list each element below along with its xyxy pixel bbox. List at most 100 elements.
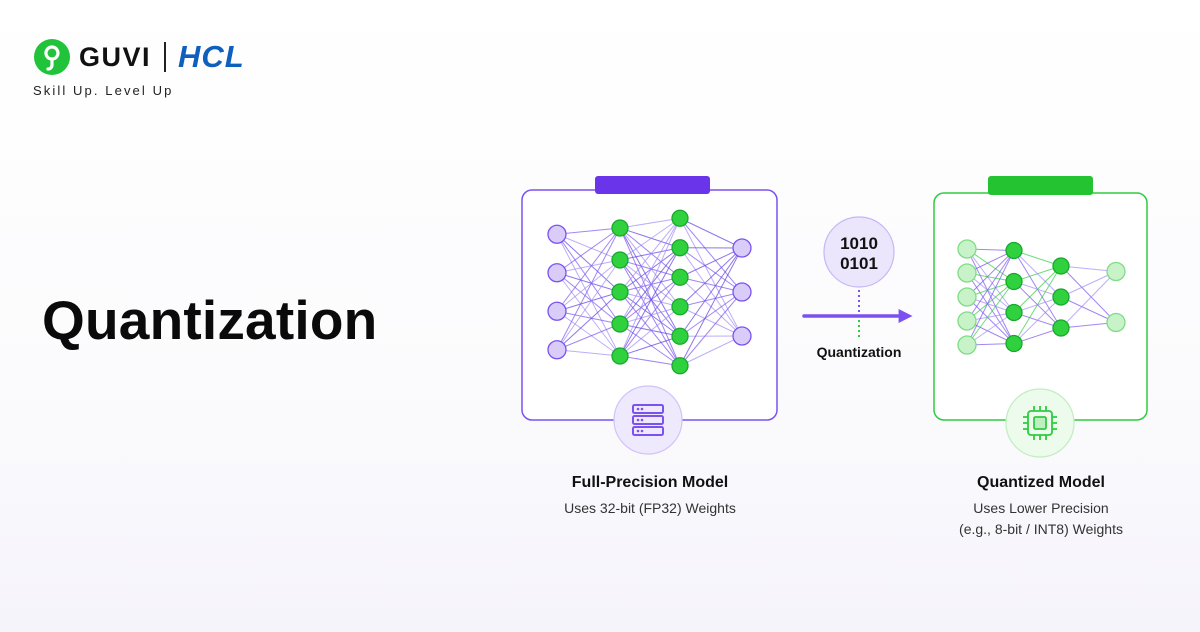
network-connection	[1060, 271, 1117, 298]
network-node	[1106, 312, 1126, 333]
full-precision-subtitle: Uses 32-bit (FP32) Weights	[564, 500, 736, 516]
network-connection	[619, 217, 681, 261]
network-connection	[966, 272, 1015, 344]
guvi-logo-icon	[34, 39, 70, 75]
network-node	[957, 335, 977, 355]
network-connection	[1013, 265, 1062, 344]
network-connection	[679, 291, 743, 367]
chip-icon	[1023, 406, 1057, 440]
network-connection	[619, 247, 681, 357]
quantized-subtitle-line-1: Uses Lower Precision	[973, 500, 1109, 516]
network-connection	[679, 217, 743, 293]
full-precision-title: Full-Precision Model	[571, 474, 729, 491]
network-connection	[556, 259, 621, 351]
network-connection	[966, 250, 1015, 298]
binary-bubble	[823, 216, 895, 288]
network-connection	[1013, 296, 1062, 344]
network-connection	[619, 276, 681, 293]
network-connection	[619, 227, 681, 278]
logo-divider	[164, 42, 167, 72]
network-node	[957, 287, 977, 307]
network-node	[671, 327, 689, 345]
network-connection	[1060, 271, 1117, 329]
network-connection	[619, 218, 681, 357]
network-node	[547, 263, 567, 283]
network-node	[611, 219, 629, 237]
network-connection	[1013, 265, 1062, 313]
network-connection	[556, 227, 621, 235]
network-connection	[966, 296, 1015, 344]
network-connection	[619, 276, 681, 325]
network-connection	[1060, 265, 1117, 323]
network-connection	[679, 247, 743, 337]
network-node	[611, 251, 629, 269]
full-precision-tab	[595, 176, 710, 194]
quantized-caption: Quantized Model Uses Lower Precision (e.…	[905, 474, 1177, 540]
network-connection	[556, 349, 621, 357]
network-connection	[556, 227, 621, 350]
brand-logo: GUVI HCL Skill Up. Level Up	[33, 38, 245, 98]
network-connection	[619, 227, 681, 366]
network-connection	[966, 281, 1015, 322]
network-connection	[619, 227, 681, 308]
server-icon-badge	[613, 385, 683, 455]
network-node	[671, 357, 689, 375]
binary-line-1: 1010	[840, 234, 878, 253]
network-node	[1052, 288, 1070, 306]
network-connection	[679, 291, 743, 308]
binary-line-2: 0101	[840, 254, 878, 273]
network-connection	[556, 272, 621, 357]
quantized-tab	[988, 176, 1093, 195]
network-connection	[966, 250, 1015, 322]
network-connection	[966, 248, 1015, 344]
network-connection	[556, 233, 621, 261]
network-node	[671, 298, 689, 316]
network-node	[671, 268, 689, 286]
network-connection	[556, 259, 621, 274]
network-connection	[679, 335, 743, 367]
network-node	[547, 340, 567, 360]
network-node	[547, 301, 567, 321]
network-node	[1052, 257, 1070, 275]
network-connection	[619, 227, 681, 337]
network-node	[611, 315, 629, 333]
network-connection	[556, 227, 621, 274]
network-connection	[619, 306, 681, 357]
network-connection	[619, 247, 681, 293]
network-connection	[556, 233, 621, 293]
network-connection	[556, 323, 621, 351]
network-connection	[556, 259, 621, 312]
network-node	[732, 326, 752, 346]
network-connection	[679, 276, 743, 293]
chip-icon-badge	[1005, 388, 1075, 458]
network-connection	[556, 310, 621, 325]
network-node	[1106, 261, 1126, 282]
guvi-wordmark: GUVI	[79, 41, 152, 72]
network-connection	[679, 217, 743, 249]
network-connection	[619, 217, 681, 293]
network-connection	[619, 217, 681, 229]
full-precision-network	[547, 209, 752, 375]
network-connection	[619, 323, 681, 337]
network-connection	[619, 259, 681, 278]
network-connection	[619, 247, 681, 261]
network-connection	[556, 233, 621, 325]
network-node	[1005, 334, 1023, 353]
network-connection	[679, 247, 743, 308]
network-connection	[966, 250, 1015, 346]
network-connection	[619, 306, 681, 325]
network-connection	[556, 227, 621, 312]
network-connection	[556, 234, 621, 357]
network-connection	[556, 291, 621, 312]
page-title: Quantization	[42, 289, 378, 351]
quantized-title: Quantized Model	[977, 474, 1105, 491]
network-connection	[679, 291, 743, 337]
network-node	[957, 239, 977, 259]
network-node	[611, 283, 629, 301]
network-connection	[619, 259, 681, 337]
brand-tagline: Skill Up. Level Up	[33, 83, 174, 98]
network-connection	[619, 291, 681, 367]
network-node	[732, 282, 752, 302]
network-connection	[556, 272, 621, 293]
network-connection	[619, 335, 681, 357]
